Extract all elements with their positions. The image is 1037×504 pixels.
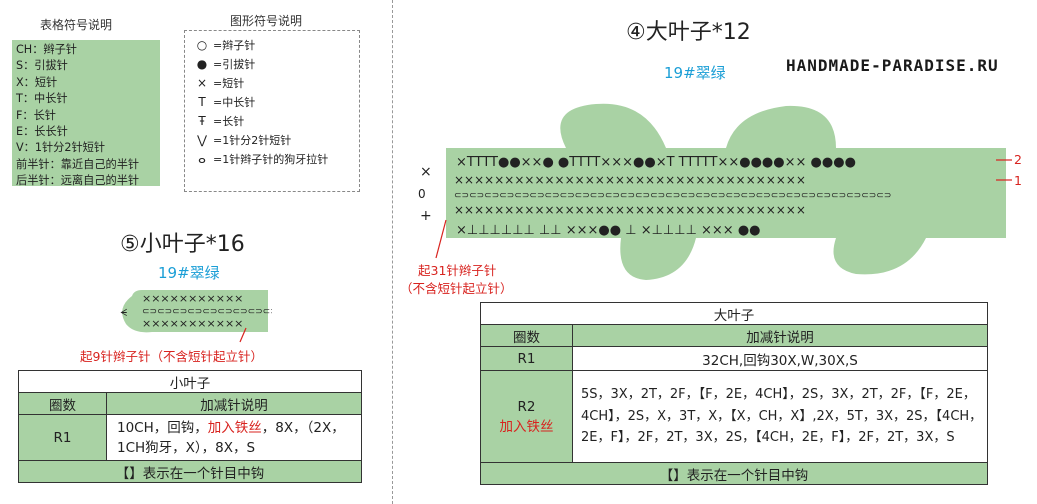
big-leaf-col-desc: 加减针说明 (572, 324, 988, 347)
legend-item: 前半针：靠近自己的半针 (16, 157, 140, 171)
small-leaf-table: 小叶子 圈数 加减针说明 R1 10CH，回钩，加入铁丝，8X，（2X，1CH狗… (18, 370, 362, 483)
symbol-label: =短针 (213, 76, 245, 90)
big-leaf-arrow (435, 219, 447, 259)
legend-item: CH：辫子针 (16, 43, 77, 56)
legend-item: S：引拔针 (16, 59, 68, 73)
big-leaf-shape (446, 103, 1006, 280)
legend-item: 后半针：远离自己的半针 (16, 174, 140, 188)
big-leaf-end-cross-top: × (420, 164, 432, 180)
big-leaf-table-header: 大叶子 (480, 302, 988, 325)
symbol-label: =中长针 (213, 95, 256, 109)
big-leaf-row1-bottom: ××××××××××××××××××××××××××××××××××× (454, 203, 806, 217)
legend-item: X：短针 (16, 75, 58, 89)
big-leaf-row2-bottom: ×⊥⊥⊥⊥⊥⊥ ⊥⊥ ×××●● ⊥ ×⊥⊥⊥⊥ ××× ●● (456, 223, 761, 238)
symbol-item: ⴰ =1针辫子针的狗牙拉针 (191, 149, 353, 168)
small-leaf-row-chain: ⊂⊃⊂⊃⊂⊃⊂⊃⊂⊃⊂⊃⊂⊃⊂⊃⊂⊃ (142, 307, 272, 317)
symbol-label: =长针 (213, 114, 245, 128)
big-leaf-r1-round: R1 (480, 346, 573, 371)
symbol-item: ○ =辫子针 (191, 35, 353, 54)
small-leaf-r1-desc: 10CH，回钩，加入铁丝，8X，（2X，1CH狗牙，X），8X，S (106, 414, 362, 461)
legend-item: E：长长针 (16, 125, 68, 139)
big-leaf-end-oval: 0 (418, 187, 426, 201)
small-leaf-col-round: 圈数 (18, 392, 107, 415)
small-leaf-color: 19#翠绿 (158, 264, 220, 282)
small-leaf-row-bottom: ××××××××××× (142, 317, 243, 330)
small-leaf-table-header: 小叶子 (18, 370, 362, 393)
small-leaf-title: ⑤小叶子*16 (120, 232, 245, 257)
big-leaf-r1-desc: 32CH,回钩30X,W,30X,S (572, 346, 988, 371)
big-leaf-row1-top: ××××××××××××××××××××××××××××××××××× (454, 173, 806, 187)
small-leaf-end: ᗕ (120, 308, 127, 319)
legend-item: F：长针 (16, 108, 56, 122)
small-leaf-arrow (239, 327, 247, 343)
symbol-label: =辫子针 (213, 38, 256, 52)
small-leaf-start-note: 起9针辫子针（不含短针起立针） (80, 349, 263, 364)
v-icon: ⋁ (197, 132, 207, 147)
legend-item: T：中长针 (16, 92, 68, 106)
row-marker-2: 2 (1014, 152, 1022, 167)
row-marker-1: 1 (1014, 173, 1022, 188)
dot-icon: ● (196, 56, 208, 71)
t-bar-icon: Ŧ (198, 113, 206, 128)
symbol-label: =引拔针 (213, 57, 256, 71)
t-icon: T (198, 94, 206, 109)
big-leaf-chart: ×TTTT●●××● ●TTTT×××●●×T TTTTT××●●●●×× ●●… (418, 103, 1012, 280)
oval-icon: ○ (196, 37, 208, 52)
big-leaf-start-note-2: （不含短针起立针） (400, 281, 513, 296)
big-leaf-start-note-1: 起31针辫子针 (418, 263, 497, 278)
small-leaf-shape (122, 290, 269, 333)
symbol-label: =1针分2针短针 (213, 133, 292, 147)
picot-icon: ⴰ (198, 151, 206, 166)
big-leaf-row2-top: ×TTTT●●××● ●TTTT×××●●×T TTTTT××●●●●×× ●●… (456, 155, 856, 170)
symbol-legend-box: ○ =辫子针 ● =引拔针 × =短针 T =中长针 Ŧ =长针 ⋁ =1针分2针短针 ⴰ =1针辫子针的… (184, 30, 360, 192)
small-leaf-r1-round: R1 (18, 414, 107, 461)
symbol-item: ● =引拔针 (191, 54, 353, 73)
big-leaf-chain: ⊂⊃⊂⊃⊂⊃⊂⊃⊂⊃⊂⊃⊂⊃⊂⊃⊂⊃⊂⊃⊂⊃⊂⊃⊂⊃⊂⊃⊂⊃⊂⊃⊂⊃⊂⊃⊂⊃⊂⊃… (454, 191, 891, 201)
symbol-item: Ŧ =长针 (191, 111, 353, 130)
divider (392, 0, 393, 504)
small-leaf-table-footer: 【】表示在一个针目中钩 (18, 460, 362, 483)
big-leaf-col-round: 圈数 (480, 324, 573, 347)
legend-box: CH：辫子针 S：引拔针 X：短针 T：中长针 F：长针 E：长长针 V：1针分2针短针前半… (12, 40, 160, 188)
symbol-item: × =短针 (191, 73, 353, 92)
watermark: HANDMADE-PARADISE.RU (786, 56, 999, 75)
cross-icon: × (196, 75, 208, 90)
small-leaf-row-top: ××××××××××× (142, 292, 243, 305)
big-leaf-title: ④大叶子*12 (626, 20, 751, 45)
symbol-label: =1针辫子针的狗牙拉针 (213, 152, 329, 166)
big-leaf-color: 19#翠绿 (664, 64, 726, 82)
symbol-item: T =中长针 (191, 92, 353, 111)
symbol-legend-title: 图形符号说明 (230, 14, 303, 28)
legend-title: 表格符号说明 (40, 18, 113, 32)
symbol-item: ⋁ =1针分2针短针 (191, 130, 353, 149)
small-leaf-chart: ××××××××××× ⊂⊃⊂⊃⊂⊃⊂⊃⊂⊃⊂⊃⊂⊃⊂⊃⊂⊃ ×××××××××… (120, 290, 272, 343)
small-leaf-col-desc: 加减针说明 (106, 392, 362, 415)
legend-item: V：1针分2针短针 (16, 141, 106, 155)
big-leaf-end-plus: + (420, 208, 432, 224)
big-leaf-table-footer: 【】表示在一个针目中钩 (480, 462, 988, 485)
big-leaf-r2-desc: 5S，3X，2T，2F，【F，2E，4CH】，2S，3X，2T，2F，【F，2E… (572, 370, 988, 463)
